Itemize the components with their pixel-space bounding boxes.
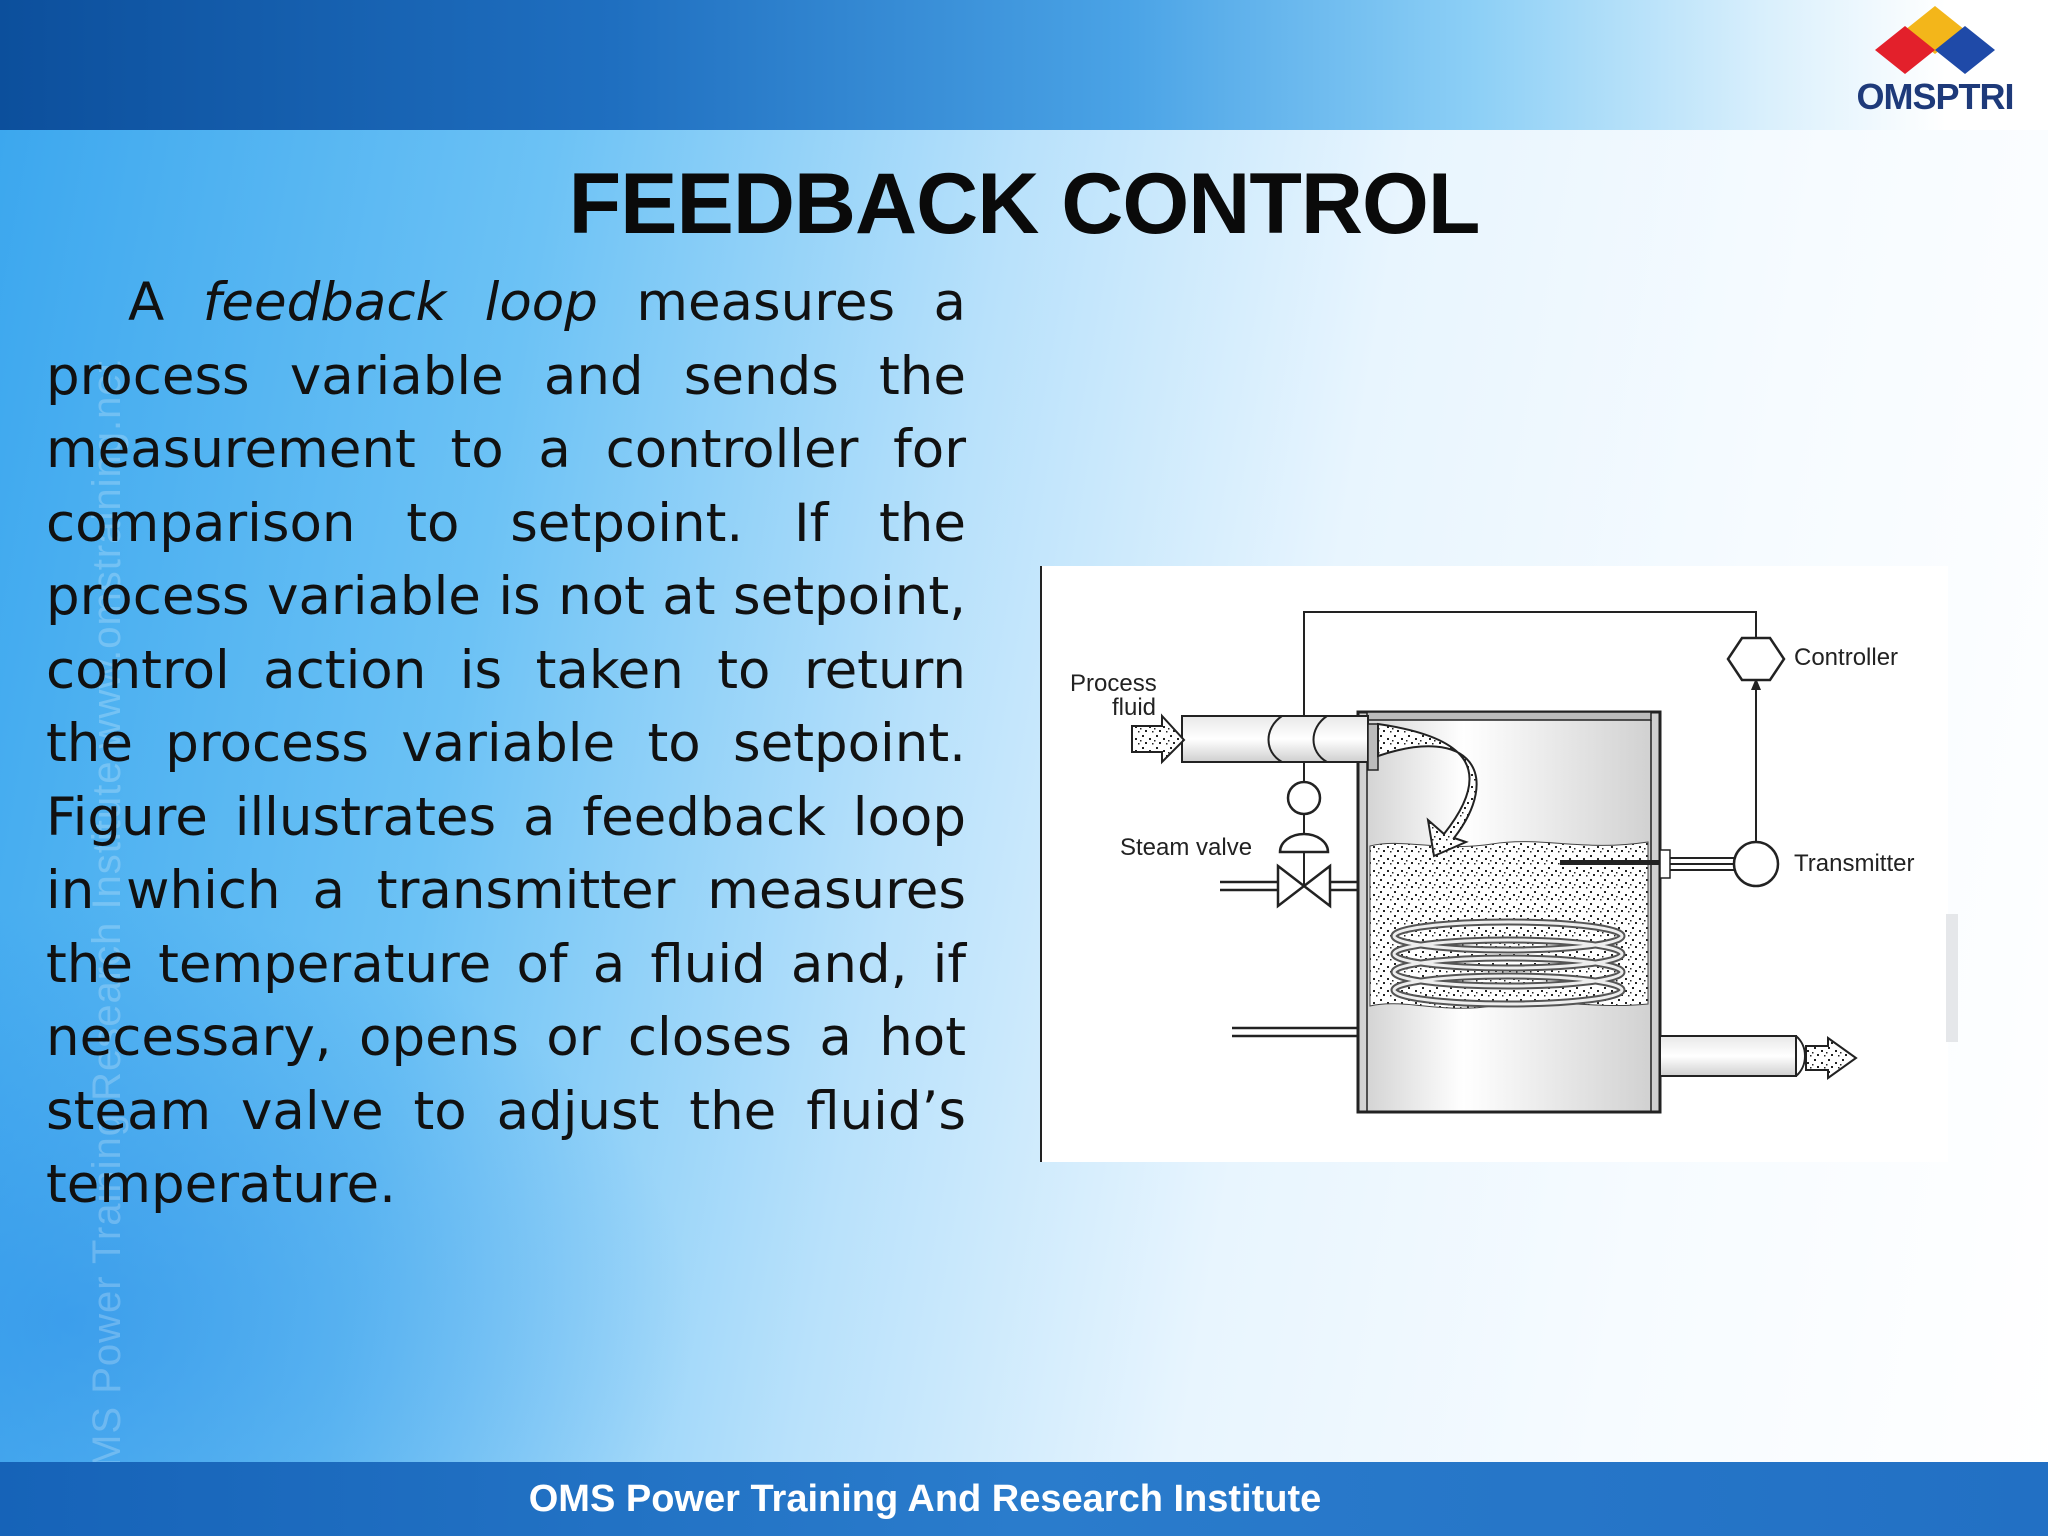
feedback-loop-diagram: Process fluid Controller Steam valve Tra…: [1040, 566, 1948, 1162]
label-transmitter: Transmitter: [1794, 850, 1915, 877]
header-bar: [0, 0, 2048, 130]
label-process-fluid-line2: fluid: [1112, 694, 1157, 721]
label-process-fluid-line1: Process: [1070, 670, 1157, 697]
feedback-loop-schematic: [1131, 611, 1858, 1114]
label-steam-valve: Steam valve: [1120, 834, 1253, 861]
controller-hexagon: [1726, 636, 1786, 682]
valve-positioner-circle: [1286, 780, 1322, 816]
figure-side-stripe: [1946, 914, 1958, 1042]
paragraph-emphasis: feedback loop: [202, 272, 598, 333]
paragraph-lead: A: [128, 272, 165, 333]
background-glow: [0, 900, 700, 1536]
footer-bar: OMS Power Training And Research Institut…: [0, 1462, 2048, 1536]
transmitter-circle: [1732, 840, 1780, 888]
label-controller: Controller: [1794, 644, 1899, 671]
logo-diamonds-icon: [1875, 6, 1995, 74]
body-paragraph: A feedback loop measures a process varia…: [46, 266, 966, 1222]
page-title: FEEDBACK CONTROL: [568, 156, 1481, 252]
footer-text: OMS Power Training And Research Institut…: [528, 1478, 1322, 1520]
omsptri-logo: OMSPTRI: [1850, 0, 2020, 120]
paragraph-text: measures a process variable and sends th…: [46, 272, 966, 1215]
logo-text: OMSPTRI: [1856, 76, 2014, 117]
